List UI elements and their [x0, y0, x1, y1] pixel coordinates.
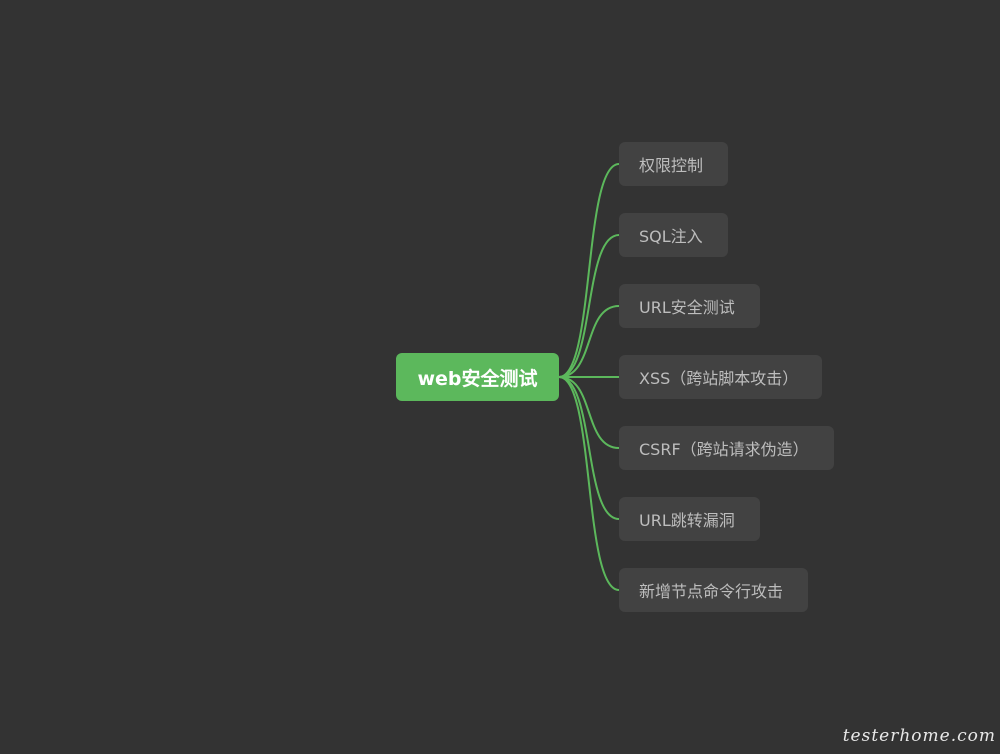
connector-line	[558, 376, 620, 591]
child-node-command-line-attack[interactable]: 新增节点命令行攻击	[619, 568, 808, 612]
connector-line	[558, 234, 620, 378]
child-node-url-security-test[interactable]: URL安全测试	[619, 284, 760, 328]
watermark-logo: testerhome.com	[842, 726, 996, 746]
connector-line	[558, 376, 620, 520]
connector-line	[558, 376, 620, 449]
child-node-xss[interactable]: XSS（跨站脚本攻击）	[619, 355, 822, 399]
connector-line	[558, 163, 620, 378]
child-node-permission-control[interactable]: 权限控制	[619, 142, 728, 186]
child-node-csrf[interactable]: CSRF（跨站请求伪造）	[619, 426, 834, 470]
child-node-url-redirect-vuln[interactable]: URL跳转漏洞	[619, 497, 760, 541]
connector-line	[558, 305, 620, 378]
root-node[interactable]: web安全测试	[396, 353, 559, 401]
child-node-sql-injection[interactable]: SQL注入	[619, 213, 728, 257]
